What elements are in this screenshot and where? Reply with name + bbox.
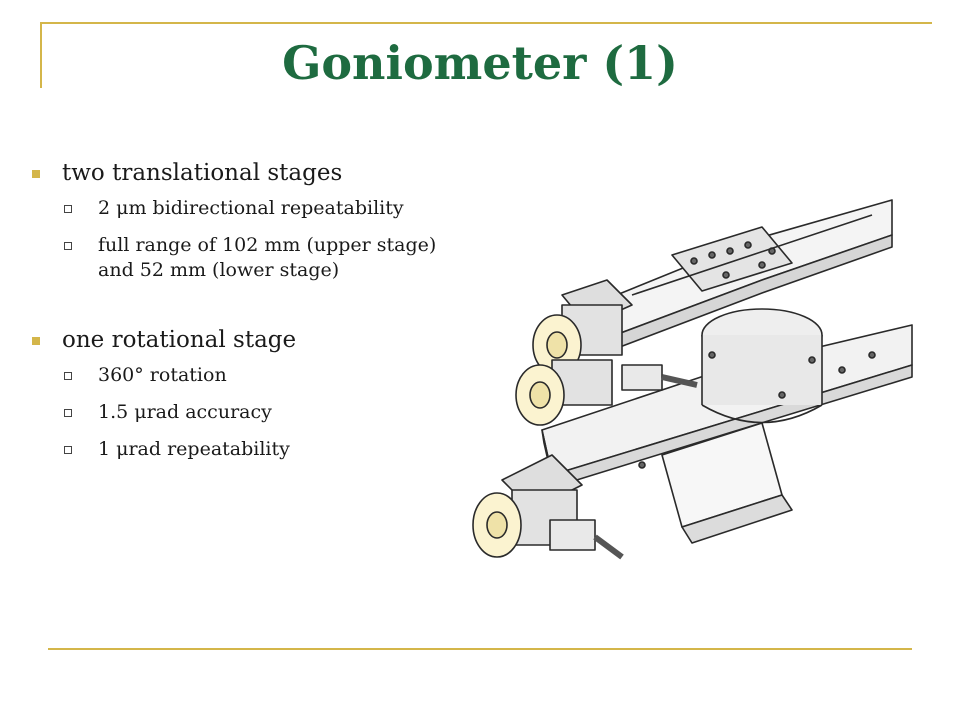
hollow-square-bullet-icon (64, 205, 72, 213)
square-bullet-icon (32, 170, 40, 178)
bullet-level1: two translational stages (30, 158, 440, 188)
frame-bottom-line (48, 648, 912, 650)
bullet-text: one rotational stage (62, 327, 297, 353)
bullet-text: 2 μm bidirectional repeatability (98, 197, 404, 219)
section-translational: two translational stages 2 μm bidirectio… (30, 158, 440, 283)
bullet-content: two translational stages 2 μm bidirectio… (30, 158, 440, 484)
bullet-text: two translational stages (62, 160, 343, 186)
hollow-square-bullet-icon (64, 409, 72, 417)
bullet-text: 1.5 μrad accuracy (98, 401, 272, 423)
slide-title: Goniometer (1) (282, 36, 678, 90)
hollow-square-bullet-icon (64, 446, 72, 454)
frame-top-line (40, 22, 932, 24)
bullet-level2: 1.5 μrad accuracy (30, 400, 440, 425)
bullet-level2: 1 μrad repeatability (30, 437, 440, 462)
frame-left-line (40, 22, 42, 88)
goniometer-illustration (472, 199, 913, 560)
bullet-level1: one rotational stage (30, 325, 440, 355)
section-rotational: one rotational stage 360° rotation 1.5 μ… (30, 325, 440, 462)
bullet-level2: 2 μm bidirectional repeatability (30, 196, 440, 221)
hollow-square-bullet-icon (64, 242, 72, 250)
bullet-text: 360° rotation (98, 364, 227, 386)
bullet-text: 1 μrad repeatability (98, 438, 290, 460)
square-bullet-icon (32, 337, 40, 345)
hollow-square-bullet-icon (64, 372, 72, 380)
bullet-text: full range of 102 mm (upper stage) and 5… (98, 234, 437, 281)
bullet-level2: 360° rotation (30, 363, 440, 388)
bullet-level2: full range of 102 mm (upper stage) and 5… (30, 233, 440, 283)
